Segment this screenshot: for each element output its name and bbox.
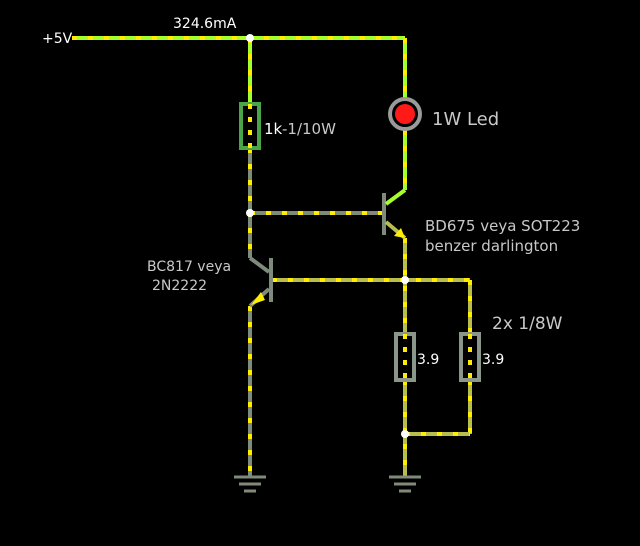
supply-label: +5V xyxy=(42,31,73,47)
resistor-1k-rating: -1/10W xyxy=(282,120,336,138)
junction-dot xyxy=(401,430,409,438)
power-transistor-label-line1: BD675 veya SOT223 xyxy=(425,217,580,235)
power-transistor-label-line2: benzer darlington xyxy=(425,237,558,255)
wire-parallel-branch xyxy=(405,280,472,436)
junction-dot xyxy=(401,276,409,284)
driver-transistor-label-line2: 2N2222 xyxy=(152,278,207,294)
ground-icon xyxy=(389,475,421,493)
junction-dot xyxy=(246,209,254,217)
resistor-1k-value: 1k xyxy=(264,120,283,138)
npn-transistor-driver xyxy=(248,256,273,308)
sense-resistor-2-value: 3.9 xyxy=(482,352,504,368)
sense-resistor-1-value: 3.9 xyxy=(417,352,439,368)
resistor-sense-2 xyxy=(459,332,481,382)
driver-transistor-label-line1: BC817 veya xyxy=(147,259,231,275)
npn-transistor-power xyxy=(382,188,407,240)
led-label: 1W Led xyxy=(432,109,499,130)
current-readout: 324.6mA xyxy=(173,16,237,32)
junction-dot xyxy=(246,34,254,42)
resistor-sense-1 xyxy=(394,332,416,382)
ground-icon xyxy=(234,475,266,493)
sense-resistors-note: 2x 1/8W xyxy=(492,314,563,334)
led-icon xyxy=(388,97,422,131)
resistor-1k xyxy=(239,102,261,150)
